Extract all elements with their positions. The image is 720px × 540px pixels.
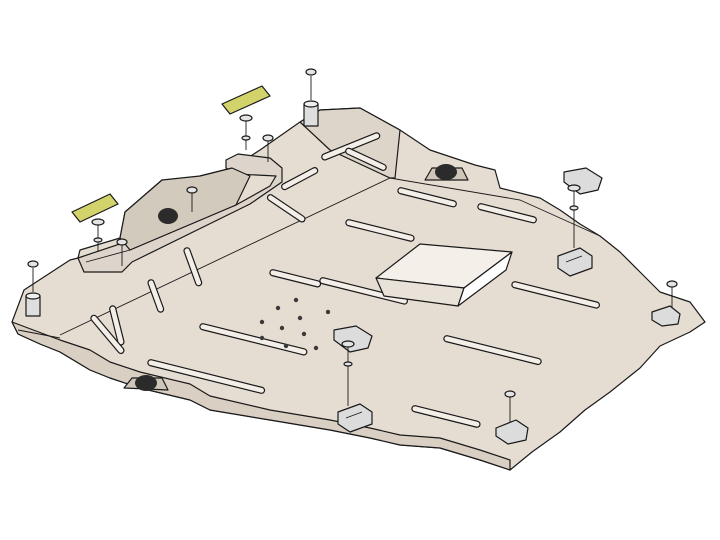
stiffener-slot (199, 323, 308, 356)
bolt-icon (666, 280, 678, 308)
shims (71, 85, 271, 223)
stiffener-slot (281, 167, 319, 191)
stiffener-slot (511, 281, 601, 309)
bolt-icon (116, 238, 128, 266)
stiffener-slot (147, 279, 165, 313)
shim-plate-icon (71, 193, 119, 223)
stiffener-slot (397, 187, 457, 208)
air-duct-icon (375, 243, 513, 307)
clamp-nut-icon (337, 403, 373, 433)
clamp-nut-icon (557, 247, 593, 277)
bolt-icon (341, 340, 355, 406)
drain-hole (259, 319, 265, 325)
stiffener-slot (109, 305, 125, 346)
spacer-icon (25, 292, 41, 317)
bolt-icon (262, 134, 274, 162)
drain-hole (279, 325, 285, 331)
stiffener-slot (443, 335, 542, 366)
spacers (25, 100, 319, 317)
stiffener-slot (183, 247, 203, 287)
stiffener-slot (319, 277, 409, 305)
drain-hole (283, 343, 289, 349)
bracket-flange (85, 204, 237, 263)
clamp-nut-icon (651, 305, 681, 327)
stiffener-slot (345, 219, 415, 242)
bend-line-rear (59, 177, 601, 336)
rear-cross-bracket (77, 153, 283, 273)
bend-line-front (17, 329, 61, 339)
bolt-icon (186, 186, 198, 212)
drain-hole (297, 315, 303, 321)
drain-hole (259, 335, 265, 341)
bolt-icon (27, 260, 39, 292)
drain-hole (301, 331, 307, 337)
clamp-nuts (333, 167, 681, 445)
bolts (27, 68, 678, 422)
bolt-icon (504, 390, 516, 422)
stiffener-slot (269, 269, 322, 288)
rubber-grommet-icon (424, 164, 469, 181)
spacer-icon (303, 100, 319, 127)
drain-hole (293, 297, 299, 303)
rubber-grommet-icon (158, 208, 178, 224)
stiffener-slot (345, 147, 387, 171)
stiffener-slot (411, 405, 481, 428)
bolt-icon (91, 218, 105, 252)
rubber-grommet-icon (123, 375, 169, 391)
stiffener-slot (147, 359, 266, 394)
drain-hole (325, 309, 331, 315)
front-flange (11, 321, 511, 471)
stiffener-slots (90, 132, 601, 428)
bolt-icon (239, 114, 253, 150)
duct-opening (457, 251, 513, 307)
shim-plate-icon (221, 85, 271, 115)
stiffener-slot (477, 203, 537, 224)
bolt-icon (567, 184, 581, 248)
stiffener-slot (90, 314, 125, 355)
drain-hole (313, 345, 319, 351)
drain-hole (275, 305, 281, 311)
clamp-nut-icon (495, 419, 529, 445)
bolt-icon (305, 68, 317, 100)
grommets (123, 164, 469, 391)
stiffener-slot (266, 194, 306, 223)
drain-holes (259, 297, 331, 351)
